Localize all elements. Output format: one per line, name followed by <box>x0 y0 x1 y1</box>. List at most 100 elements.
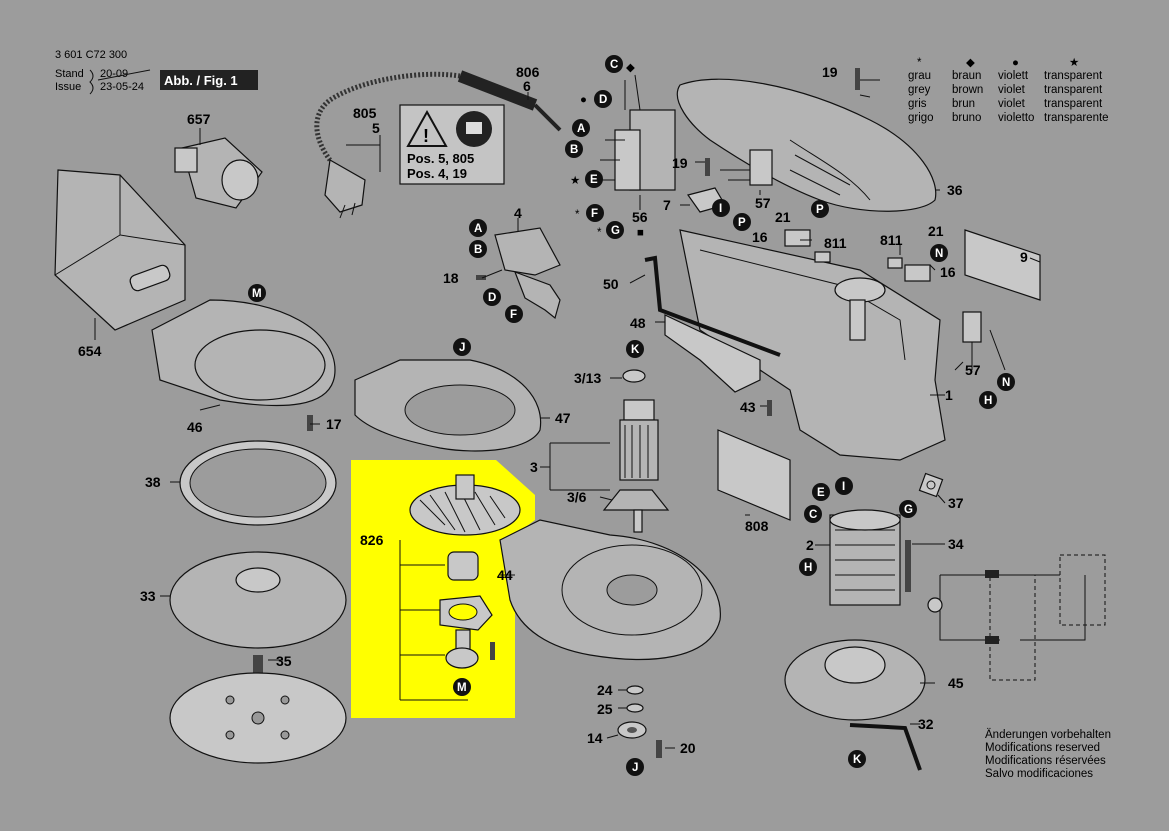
svg-text:J: J <box>632 762 638 774</box>
svg-text:A: A <box>474 223 482 235</box>
armature[interactable] <box>602 369 670 533</box>
marker-M1: M <box>248 284 266 302</box>
svg-text:I: I <box>842 481 845 493</box>
marker-J1: J <box>453 338 471 356</box>
hex-key[interactable] <box>644 255 781 357</box>
spindle[interactable] <box>445 629 479 669</box>
sanding-pad-33[interactable] <box>169 551 347 649</box>
marker-M2: M <box>453 678 471 696</box>
marker-P1: P <box>733 213 751 231</box>
warning-line-2: Pos. 4, 19 <box>407 166 467 181</box>
issue-label: Issue <box>55 81 81 93</box>
retainer-plate[interactable] <box>439 595 493 631</box>
label-35: 35 <box>276 653 292 669</box>
marker-K2: K <box>848 750 866 768</box>
pad-ring-46[interactable] <box>151 299 336 407</box>
label-805: 805 <box>353 105 377 121</box>
brace-icon <box>89 69 94 95</box>
screw-19-mid[interactable] <box>705 158 710 176</box>
footer-note: Änderungen vorbehalten Modifications res… <box>985 729 1111 780</box>
svg-text:P: P <box>738 217 746 229</box>
screw-35[interactable] <box>253 655 263 677</box>
marker-C2: C <box>804 505 822 523</box>
rail-48[interactable] <box>664 314 761 393</box>
main-housing[interactable] <box>679 229 946 461</box>
key-32[interactable] <box>849 723 922 771</box>
power-cord[interactable] <box>314 70 562 219</box>
switch[interactable] <box>494 218 561 320</box>
small-screw-826[interactable] <box>490 642 495 660</box>
brush-holder-16a[interactable] <box>784 229 831 263</box>
marker-A2: A <box>469 219 487 237</box>
connector-57b[interactable] <box>962 311 1006 371</box>
svg-text:I: I <box>719 203 722 215</box>
bearing-3-13[interactable] <box>622 369 646 383</box>
screw-17[interactable] <box>307 415 313 431</box>
legend-row-en: grey brown violet transparent <box>908 84 1103 96</box>
screw-20[interactable] <box>656 740 662 758</box>
legend-row-it: grigo bruno violetto transparente <box>908 112 1109 124</box>
label-16a: 16 <box>752 229 768 245</box>
svg-text:F: F <box>510 309 517 321</box>
svg-text:F: F <box>591 208 598 220</box>
label-37: 37 <box>948 495 964 511</box>
marker-H2: H <box>799 558 817 576</box>
label-21a: 21 <box>775 209 791 225</box>
plate-9[interactable] <box>964 229 1041 301</box>
fig-label-box <box>160 70 258 90</box>
label-33: 33 <box>140 588 156 604</box>
svg-text:J: J <box>459 342 465 354</box>
svg-text:M: M <box>252 288 262 300</box>
fan-shroud-45[interactable] <box>784 639 926 721</box>
legend-cell: grey <box>908 84 931 96</box>
svg-text:D: D <box>599 94 607 106</box>
legend-cell: brown <box>952 84 983 96</box>
legend-cell: transparent <box>1044 70 1103 82</box>
marker-I1: I <box>712 199 730 217</box>
sanding-disc[interactable] <box>169 672 347 764</box>
label-3-13: 3/13 <box>574 370 601 386</box>
bearing-14[interactable] <box>617 721 647 739</box>
svg-text:B: B <box>474 244 482 256</box>
dust-adapter[interactable] <box>174 128 263 209</box>
stand-date-old: 20-09 <box>100 68 128 80</box>
svg-text:B: B <box>570 144 578 156</box>
stator[interactable] <box>829 509 901 606</box>
marker-F1: F <box>586 204 604 222</box>
marker-F2: F <box>505 305 523 323</box>
svg-text:N: N <box>935 248 943 260</box>
nut-37[interactable] <box>918 472 944 498</box>
svg-text:H: H <box>984 395 992 407</box>
housing-top-cover[interactable] <box>676 78 937 212</box>
washer-25[interactable] <box>626 703 644 713</box>
symbol-grey-g: * <box>597 227 602 239</box>
legend-cell: violet <box>998 84 1026 96</box>
svg-text:G: G <box>904 504 913 516</box>
legend-symbol-grey: * <box>917 57 922 69</box>
washer-24[interactable] <box>626 685 644 695</box>
svg-text:C: C <box>610 59 618 71</box>
connector-57a[interactable] <box>720 149 773 186</box>
legend-cell: bruno <box>952 112 981 124</box>
svg-text:E: E <box>590 174 598 186</box>
electronics-module[interactable] <box>598 74 676 191</box>
marker-N2: N <box>997 373 1015 391</box>
svg-text:K: K <box>853 754 862 766</box>
cover-ring-47[interactable] <box>354 359 542 452</box>
legend-cell: violetto <box>998 112 1034 124</box>
screw-43[interactable] <box>767 400 772 416</box>
fan-826[interactable] <box>409 474 521 536</box>
brush-holder-16b[interactable] <box>887 257 931 282</box>
screw-34[interactable] <box>905 540 911 592</box>
dust-bag[interactable] <box>54 169 186 340</box>
screw-19-top[interactable] <box>855 68 860 90</box>
base-plate-44[interactable] <box>499 519 721 660</box>
screw-18[interactable] <box>476 275 486 280</box>
symbol-transparent: ★ <box>570 175 580 187</box>
svg-text:M: M <box>457 682 467 694</box>
marker-N1: N <box>930 244 948 262</box>
plate-808[interactable] <box>717 429 791 521</box>
color-legend: * ◆ ● ★ grau braun violett transparent g… <box>908 57 1109 124</box>
brake-ring-38[interactable] <box>179 440 337 526</box>
bearing-826[interactable] <box>447 551 479 581</box>
